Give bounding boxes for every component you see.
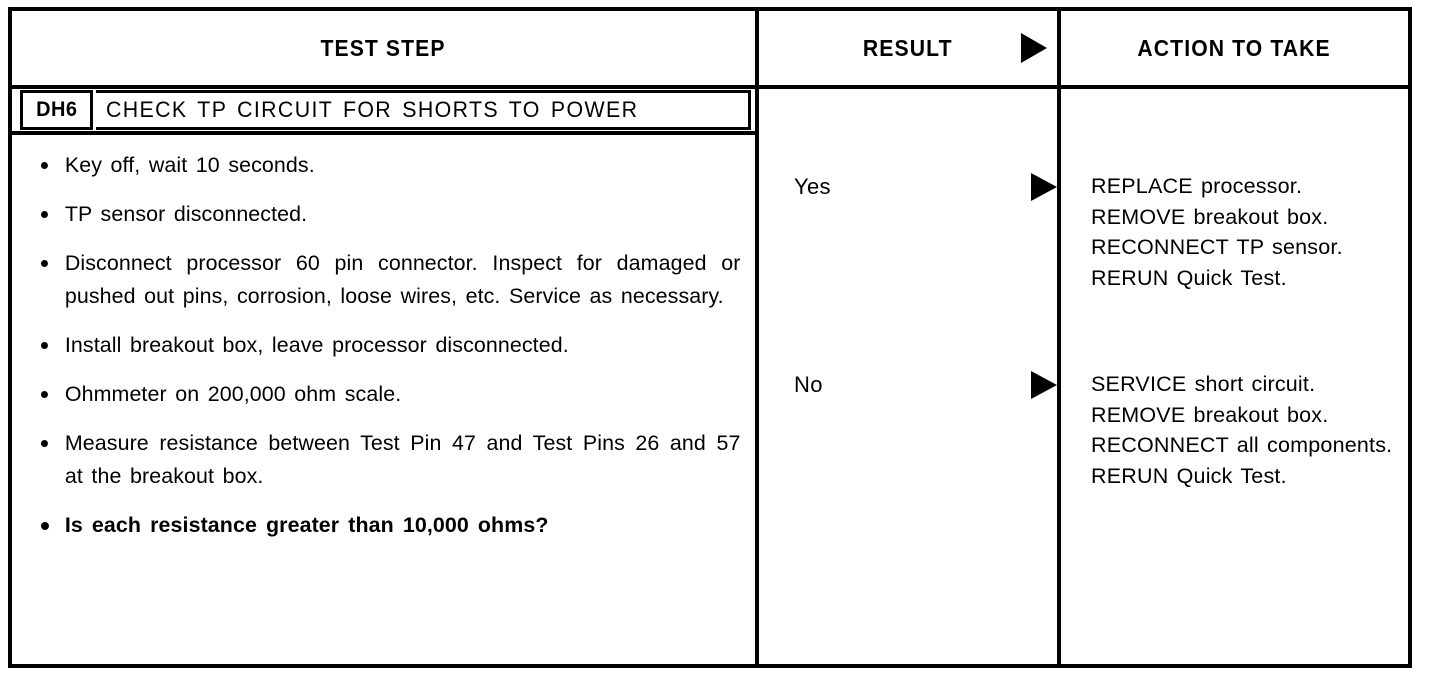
result-branch-yes: Yes: [759, 171, 1057, 205]
list-item-question: Is each resistance greater than 10,000 o…: [38, 509, 740, 542]
list-item: TP sensor disconnected.: [38, 198, 740, 231]
action-text-yes: REPLACE processor. REMOVE breakout box. …: [1091, 174, 1343, 290]
result-branch-no: No: [759, 369, 1057, 403]
step-code-box: DH6: [20, 90, 93, 130]
list-item: Key off, wait 10 seconds.: [38, 149, 740, 182]
column-header-result-label: RESULT: [863, 34, 953, 61]
list-item-text: Disconnect processor 60 pin connector. I…: [64, 251, 741, 308]
list-item-text: Is each resistance greater than 10,000 o…: [64, 513, 549, 537]
list-item-text: Key off, wait 10 seconds.: [64, 153, 315, 177]
bullet-icon: [40, 260, 48, 267]
column-divider-test-step-result: [755, 11, 759, 664]
bullet-icon: [40, 211, 48, 218]
column-header-test-step: TEST STEP: [12, 11, 755, 85]
action-text-no: SERVICE short circuit. REMOVE breakout b…: [1091, 372, 1393, 488]
column-header-result: RESULT: [759, 11, 1057, 85]
step-band-bottom-rule: [12, 131, 755, 135]
list-item: Disconnect processor 60 pin connector. I…: [38, 247, 740, 313]
table-body-row: DH6 CHECK TP CIRCUIT FOR SHORTS TO POWER…: [12, 89, 1408, 664]
result-label-yes: Yes: [794, 174, 831, 199]
result-label-no: No: [794, 372, 823, 397]
column-header-action-to-take: ACTION TO TAKE: [1061, 11, 1408, 85]
column-header-action-to-take-label: ACTION TO TAKE: [1137, 34, 1332, 61]
step-title-band: DH6 CHECK TP CIRCUIT FOR SHORTS TO POWER: [12, 89, 755, 131]
list-item-text: Measure resistance between Test Pin 47 a…: [64, 431, 741, 488]
bullet-icon: [40, 342, 48, 349]
column-divider-result-action: [1057, 11, 1061, 664]
step-title-label: CHECK TP CIRCUIT FOR SHORTS TO POWER: [106, 97, 639, 122]
bullet-icon: [40, 522, 49, 530]
list-item-text: Ohmmeter on 200,000 ohm scale.: [64, 382, 402, 406]
action-to-take-column: REPLACE processor. REMOVE breakout box. …: [1061, 89, 1408, 664]
list-item-text: Install breakout box, leave processor di…: [64, 333, 569, 357]
bullet-icon: [40, 440, 48, 447]
test-step-list: Key off, wait 10 seconds. TP sensor disc…: [38, 149, 744, 542]
list-item: Install breakout box, leave processor di…: [38, 329, 740, 362]
right-triangle-arrow-icon: [1021, 33, 1047, 63]
bullet-icon: [40, 162, 48, 169]
right-triangle-arrow-icon: [1031, 371, 1057, 399]
step-code-label: DH6: [35, 98, 78, 121]
right-triangle-arrow-icon: [1031, 173, 1057, 201]
bullet-icon: [40, 391, 48, 398]
step-title-box: CHECK TP CIRCUIT FOR SHORTS TO POWER: [96, 90, 751, 130]
header-bottom-rule: [12, 85, 1408, 89]
diagnostic-table: TEST STEP RESULT ACTION TO TAKE DH6 CHEC…: [8, 7, 1412, 668]
list-item: Measure resistance between Test Pin 47 a…: [38, 427, 740, 493]
column-header-test-step-label: TEST STEP: [320, 34, 447, 61]
table-header-row: TEST STEP RESULT ACTION TO TAKE: [12, 11, 1408, 85]
list-item: Ohmmeter on 200,000 ohm scale.: [38, 378, 740, 411]
result-column: Yes No: [759, 89, 1057, 664]
list-item-text: TP sensor disconnected.: [64, 202, 308, 226]
